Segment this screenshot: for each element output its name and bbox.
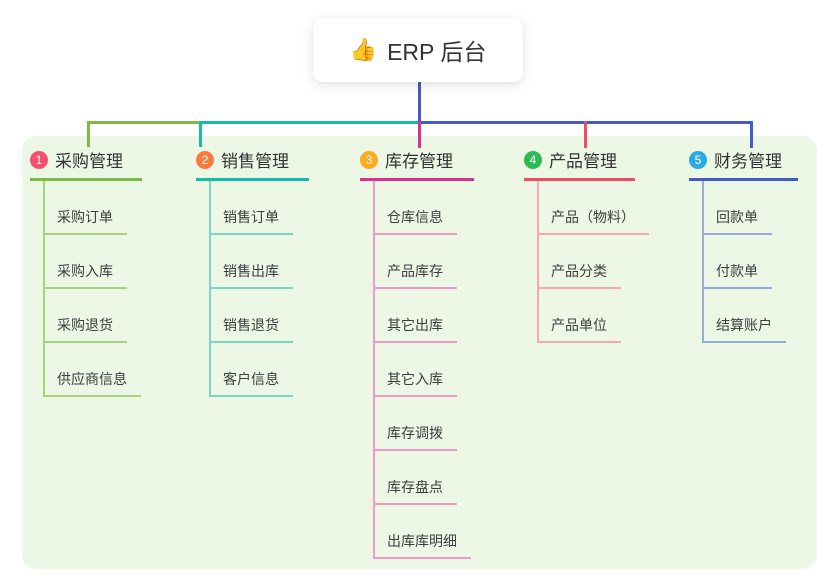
drop-line-inventory (418, 121, 421, 148)
branch-item[interactable]: 库存调拨 (375, 397, 474, 451)
root-node[interactable]: 👍 ERP 后台 (313, 18, 523, 82)
branch-item[interactable]: 产品分类 (539, 235, 649, 289)
branch-item-label: 回款单 (704, 207, 772, 235)
branch-item-label: 结算账户 (704, 315, 786, 343)
branch-item[interactable]: 付款单 (704, 235, 798, 289)
branch-item-label: 其它出库 (375, 315, 457, 343)
branch-item-label: 销售退货 (211, 315, 293, 343)
branch-item-label: 采购入库 (45, 261, 127, 289)
branch-product: 4 产品管理 产品（物料） 产品分类产品单位 (524, 147, 649, 343)
branch-items-product: 产品（物料） 产品分类产品单位 (537, 181, 649, 343)
branch-item-label: 仓库信息 (375, 207, 457, 235)
branch-item[interactable]: 其它出库 (375, 289, 474, 343)
root-node-label: ERP 后台 (387, 39, 487, 65)
branch-title-finance[interactable]: 5 财务管理 (689, 147, 798, 181)
branch-item[interactable]: 采购入库 (45, 235, 142, 289)
branch-item-label: 产品库存 (375, 261, 457, 289)
branch-item[interactable]: 采购退货 (45, 289, 142, 343)
branch-purchase: 1 采购管理 采购订单采购入库采购退货供应商信息 (30, 147, 142, 397)
branch-item[interactable]: 结算账户 (704, 289, 798, 343)
branch-item[interactable]: 出库库明细 (375, 505, 474, 559)
branch-title-label: 产品管理 (549, 152, 617, 171)
branch-item-label: 供应商信息 (45, 369, 141, 397)
drop-line-purchase (87, 121, 90, 147)
branch-item[interactable]: 产品库存 (375, 235, 474, 289)
branch-title-sales[interactable]: 2 销售管理 (196, 147, 309, 181)
branch-items-inventory: 仓库信息产品库存其它出库其它入库库存调拨库存盘点出库库明细 (373, 181, 474, 559)
branch-number-badge: 5 (689, 150, 707, 169)
branch-item[interactable]: 库存盘点 (375, 451, 474, 505)
branch-items-purchase: 采购订单采购入库采购退货供应商信息 (43, 181, 142, 397)
branch-finance: 5 财务管理 回款单付款单结算账户 (689, 147, 798, 343)
branch-item[interactable]: 销售出库 (211, 235, 309, 289)
connector-segment-sales (201, 121, 419, 124)
branch-item-label: 付款单 (704, 261, 772, 289)
branch-item-label: 采购退货 (45, 315, 127, 343)
branch-item-label: 产品单位 (539, 315, 621, 343)
branch-title-label: 库存管理 (385, 152, 453, 171)
connector-segment-purchase (87, 121, 202, 124)
branch-number-badge: 4 (524, 150, 542, 169)
drop-line-finance (750, 121, 753, 148)
branch-item-label: 库存盘点 (375, 477, 457, 505)
branches-panel-background (22, 136, 817, 569)
branch-sales: 2 销售管理 销售订单销售出库销售退货客户信息 (196, 147, 309, 397)
drop-line-sales (199, 121, 202, 147)
branch-item-label: 库存调拨 (375, 423, 457, 451)
branch-item-label: 产品分类 (539, 261, 621, 289)
branch-item-label: 出库库明细 (375, 531, 471, 559)
branch-item[interactable]: 仓库信息 (375, 181, 474, 235)
branch-item[interactable]: 回款单 (704, 181, 798, 235)
branch-item[interactable]: 产品单位 (539, 289, 649, 343)
drop-line-product (584, 121, 587, 148)
branch-item-label: 客户信息 (211, 369, 293, 397)
branch-items-sales: 销售订单销售出库销售退货客户信息 (209, 181, 309, 397)
branch-item-label: 销售订单 (211, 207, 293, 235)
branch-number-badge: 1 (30, 150, 48, 169)
branch-title-inventory[interactable]: 3 库存管理 (360, 147, 474, 181)
branch-item[interactable]: 客户信息 (211, 343, 309, 397)
branch-title-product[interactable]: 4 产品管理 (524, 147, 635, 181)
branch-item[interactable]: 其它入库 (375, 343, 474, 397)
branch-item-label: 采购订单 (45, 207, 127, 235)
root-connector-line (418, 82, 421, 122)
branch-item-label: 其它入库 (375, 369, 457, 397)
branch-item-label: 产品（物料） (539, 207, 649, 235)
branch-title-label: 采购管理 (55, 152, 123, 171)
branch-number-badge: 2 (196, 150, 214, 169)
branch-title-purchase[interactable]: 1 采购管理 (30, 147, 142, 181)
branch-item[interactable]: 销售退货 (211, 289, 309, 343)
branch-number-badge: 3 (360, 150, 378, 169)
branch-item[interactable]: 采购订单 (45, 181, 142, 235)
branch-items-finance: 回款单付款单结算账户 (702, 181, 798, 343)
branch-item[interactable]: 产品（物料） (539, 181, 649, 235)
branch-title-label: 销售管理 (221, 152, 289, 171)
thumbs-up-icon: 👍 (349, 37, 378, 62)
branch-inventory: 3 库存管理 仓库信息产品库存其它出库其它入库库存调拨库存盘点出库库明细 (360, 147, 474, 559)
branch-item[interactable]: 销售订单 (211, 181, 309, 235)
branch-item-label: 销售出库 (211, 261, 293, 289)
branch-title-label: 财务管理 (714, 152, 782, 171)
branch-item[interactable]: 供应商信息 (45, 343, 142, 397)
